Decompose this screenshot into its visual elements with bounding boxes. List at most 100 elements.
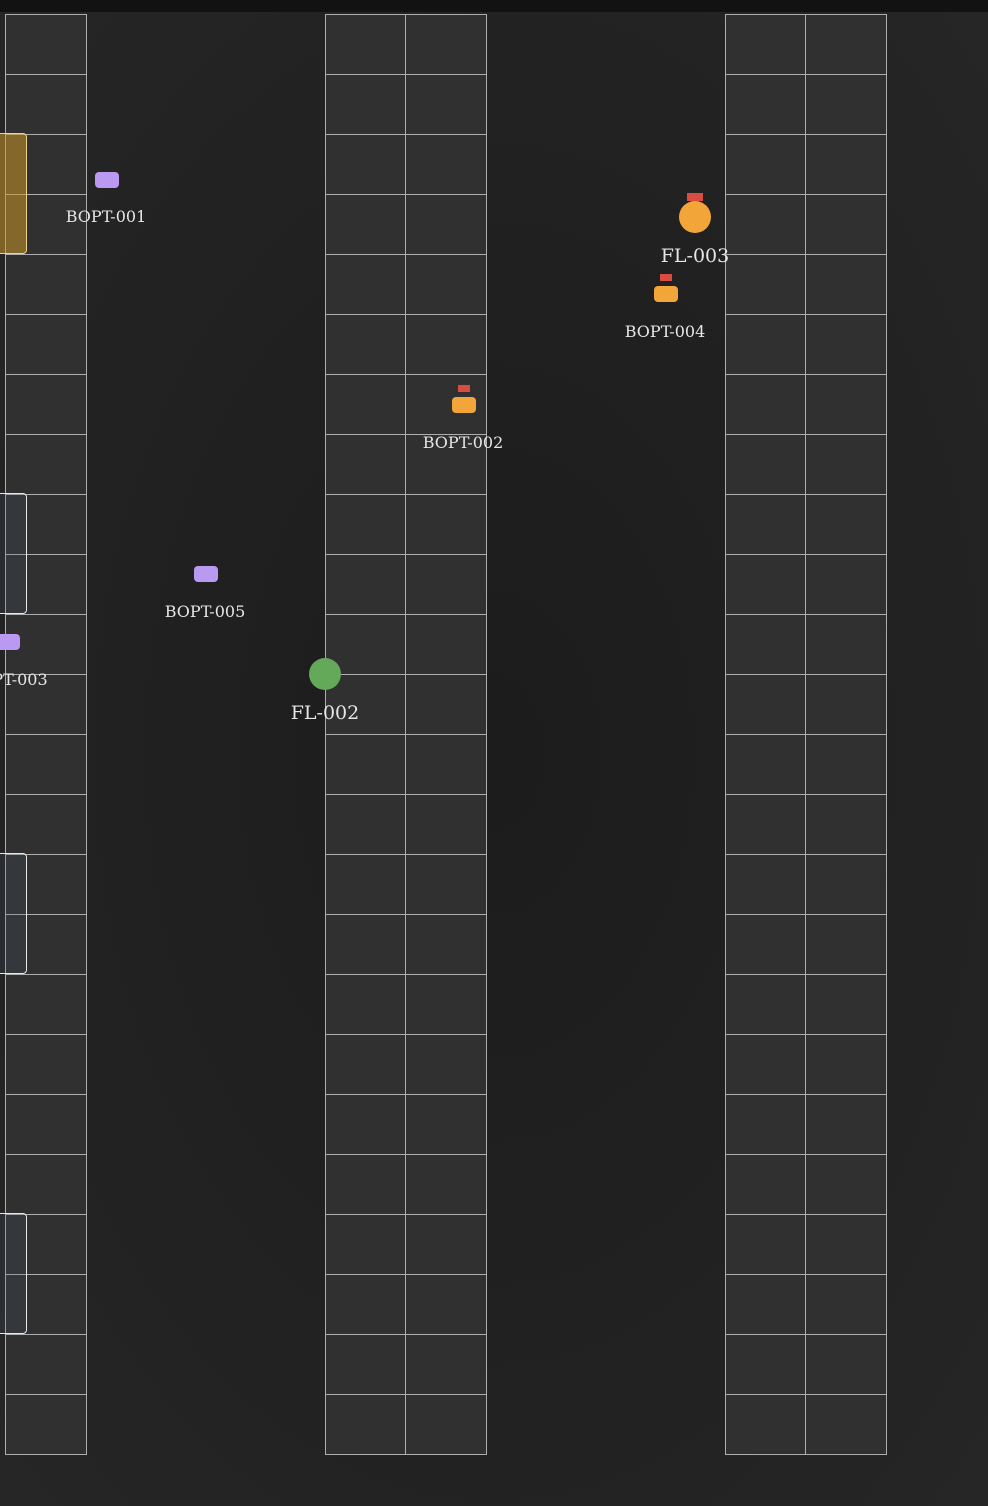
rack-slot[interactable] xyxy=(6,1395,86,1455)
rack-slot[interactable] xyxy=(406,1095,486,1155)
rack-slot[interactable] xyxy=(6,435,86,495)
rack-slot[interactable] xyxy=(806,1035,886,1095)
rack-slot[interactable] xyxy=(806,1215,886,1275)
rack-slot[interactable] xyxy=(6,1275,86,1335)
rack-slot[interactable] xyxy=(326,555,406,615)
rack-slot[interactable] xyxy=(6,795,86,855)
rack-slot[interactable] xyxy=(6,375,86,435)
rack-slot[interactable] xyxy=(326,1335,406,1395)
rack-slot[interactable] xyxy=(326,915,406,975)
rack-slot[interactable] xyxy=(726,855,806,915)
rack-slot[interactable] xyxy=(806,1095,886,1155)
rack-slot[interactable] xyxy=(406,315,486,375)
rack-slot[interactable] xyxy=(326,435,406,495)
rack-slot[interactable] xyxy=(726,375,806,435)
rack-slot[interactable] xyxy=(326,135,406,195)
rack-slot[interactable] xyxy=(6,1095,86,1155)
rack-slot[interactable] xyxy=(326,195,406,255)
rack-slot[interactable] xyxy=(806,315,886,375)
rack-slot[interactable] xyxy=(326,1215,406,1275)
rack-slot[interactable] xyxy=(806,1155,886,1215)
rack-slot[interactable] xyxy=(6,75,86,135)
rack-slot[interactable] xyxy=(326,675,406,735)
rack-slot[interactable] xyxy=(726,75,806,135)
storage-zone[interactable] xyxy=(0,493,27,614)
rack-slot[interactable] xyxy=(806,555,886,615)
rack-slot[interactable] xyxy=(6,1215,86,1275)
rack-slot[interactable] xyxy=(326,375,406,435)
rack-slot[interactable] xyxy=(406,1215,486,1275)
rack-slot[interactable] xyxy=(406,15,486,75)
rack-slot[interactable] xyxy=(6,915,86,975)
rack-slot[interactable] xyxy=(726,435,806,495)
rack-slot[interactable] xyxy=(806,735,886,795)
rack-slot[interactable] xyxy=(6,315,86,375)
rack-slot[interactable] xyxy=(806,75,886,135)
rack-slot[interactable] xyxy=(406,1035,486,1095)
rack-slot[interactable] xyxy=(6,855,86,915)
rack-slot[interactable] xyxy=(406,135,486,195)
rack-slot[interactable] xyxy=(806,915,886,975)
rack-slot[interactable] xyxy=(326,495,406,555)
storage-zone-highlighted[interactable] xyxy=(0,133,27,254)
rack-slot[interactable] xyxy=(806,855,886,915)
rack-slot[interactable] xyxy=(406,675,486,735)
rack-slot[interactable] xyxy=(726,1335,806,1395)
rack-slot[interactable] xyxy=(726,675,806,735)
rack-slot[interactable] xyxy=(326,75,406,135)
rack-slot[interactable] xyxy=(726,135,806,195)
rack-slot[interactable] xyxy=(326,1155,406,1215)
rack-slot[interactable] xyxy=(806,675,886,735)
rack-slot[interactable] xyxy=(326,795,406,855)
rack-slot[interactable] xyxy=(806,1395,886,1455)
rack-slot[interactable] xyxy=(806,975,886,1035)
rack-slot[interactable] xyxy=(726,795,806,855)
rack-slot[interactable] xyxy=(726,975,806,1035)
rack-slot[interactable] xyxy=(726,555,806,615)
rack-slot[interactable] xyxy=(406,495,486,555)
rack-slot[interactable] xyxy=(6,195,86,255)
rack-slot[interactable] xyxy=(406,1275,486,1335)
storage-zone[interactable] xyxy=(0,853,27,974)
rack-slot[interactable] xyxy=(806,615,886,675)
rack-slot[interactable] xyxy=(406,855,486,915)
rack-slot[interactable] xyxy=(726,915,806,975)
rack-slot[interactable] xyxy=(6,135,86,195)
storage-zone[interactable] xyxy=(0,1213,27,1334)
rack-slot[interactable] xyxy=(726,615,806,675)
rack-slot[interactable] xyxy=(406,975,486,1035)
rack-slot[interactable] xyxy=(6,1335,86,1395)
rack-slot[interactable] xyxy=(806,435,886,495)
rack-slot[interactable] xyxy=(726,15,806,75)
rack-slot[interactable] xyxy=(726,735,806,795)
rack-slot[interactable] xyxy=(326,615,406,675)
rack-slot[interactable] xyxy=(6,1035,86,1095)
rack-slot[interactable] xyxy=(406,735,486,795)
rack-slot[interactable] xyxy=(6,735,86,795)
rack-slot[interactable] xyxy=(6,975,86,1035)
rack-slot[interactable] xyxy=(326,735,406,795)
rack-slot[interactable] xyxy=(326,1095,406,1155)
rack-slot[interactable] xyxy=(406,1395,486,1455)
rack-slot[interactable] xyxy=(806,1335,886,1395)
rack-slot[interactable] xyxy=(726,1275,806,1335)
rack-slot[interactable] xyxy=(726,1035,806,1095)
rack-slot[interactable] xyxy=(806,195,886,255)
rack-slot[interactable] xyxy=(806,495,886,555)
rack-slot[interactable] xyxy=(326,1275,406,1335)
rack-slot[interactable] xyxy=(406,915,486,975)
rack-slot[interactable] xyxy=(726,1215,806,1275)
rack-slot[interactable] xyxy=(726,1095,806,1155)
rack-slot[interactable] xyxy=(726,1155,806,1215)
rack-slot[interactable] xyxy=(406,795,486,855)
rack-slot[interactable] xyxy=(406,255,486,315)
rack-slot[interactable] xyxy=(6,15,86,75)
rack-slot[interactable] xyxy=(406,435,486,495)
rack-slot[interactable] xyxy=(806,255,886,315)
rack-slot[interactable] xyxy=(6,255,86,315)
rack-slot[interactable] xyxy=(406,75,486,135)
rack-slot[interactable] xyxy=(806,135,886,195)
rack-slot[interactable] xyxy=(726,255,806,315)
rack-slot[interactable] xyxy=(6,1155,86,1215)
rack-slot[interactable] xyxy=(406,555,486,615)
